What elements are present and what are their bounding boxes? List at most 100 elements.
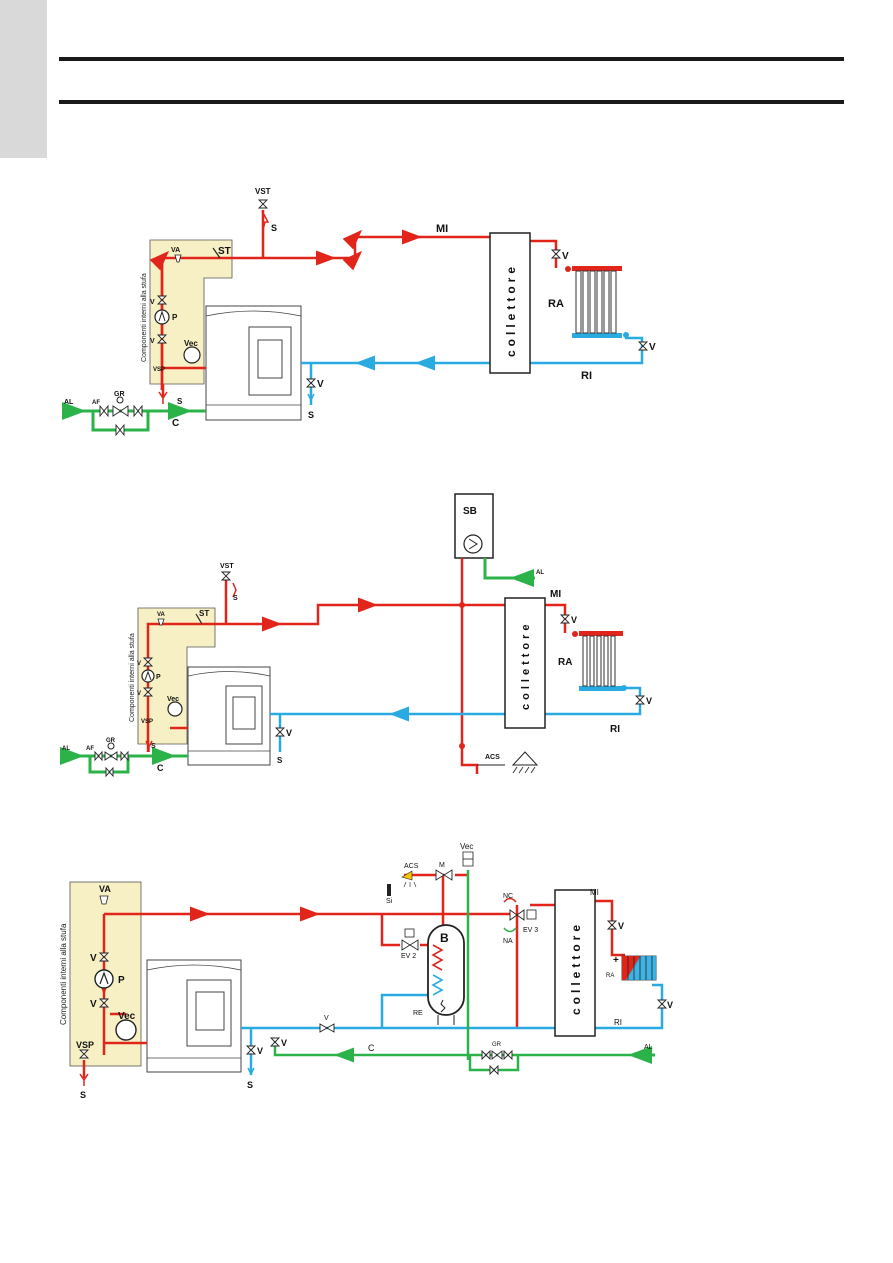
collector-label: collettore bbox=[520, 620, 532, 710]
svg-text:C: C bbox=[368, 1043, 375, 1053]
vst-valve[interactable] bbox=[257, 199, 269, 209]
svg-text:V: V bbox=[90, 953, 97, 964]
svg-text:VA: VA bbox=[99, 884, 111, 894]
svg-text:S: S bbox=[233, 595, 238, 602]
valve-left[interactable] bbox=[319, 1023, 335, 1033]
svg-text:V: V bbox=[324, 1015, 329, 1022]
svg-text:SB: SB bbox=[463, 506, 477, 517]
valve-2[interactable] bbox=[98, 998, 110, 1008]
svg-text:V: V bbox=[150, 299, 155, 306]
valve-ra-bottom[interactable] bbox=[634, 695, 646, 705]
valve-bypass[interactable] bbox=[115, 423, 125, 437]
air-vent-icon bbox=[174, 254, 182, 263]
valve-bypass[interactable] bbox=[489, 1064, 499, 1076]
valve-gr-3[interactable] bbox=[503, 1049, 513, 1061]
svg-text:RI: RI bbox=[581, 370, 592, 382]
valve-stove[interactable] bbox=[274, 727, 286, 737]
valve-gr[interactable] bbox=[104, 751, 118, 761]
svg-text:P: P bbox=[172, 313, 178, 322]
valve-after-gr[interactable] bbox=[133, 404, 143, 418]
radiator bbox=[579, 631, 623, 691]
svg-text:AF: AF bbox=[92, 400, 100, 406]
svg-text:S: S bbox=[247, 1080, 253, 1090]
valve-ra-bottom[interactable] bbox=[637, 341, 649, 351]
valve-ra-top[interactable] bbox=[559, 614, 571, 624]
air-vent-icon bbox=[99, 895, 109, 905]
valve-ra-bottom[interactable] bbox=[656, 999, 668, 1009]
header-rule-top bbox=[59, 57, 844, 61]
svg-text:Vec: Vec bbox=[184, 339, 198, 348]
valve-stove[interactable] bbox=[245, 1045, 257, 1055]
ev2-actuator bbox=[404, 928, 415, 938]
valve-1[interactable] bbox=[142, 657, 154, 667]
vst-valve[interactable] bbox=[220, 571, 232, 581]
valve-gr[interactable] bbox=[112, 405, 129, 417]
svg-text:VSP: VSP bbox=[141, 719, 153, 725]
drain-vst-icon bbox=[261, 210, 270, 231]
valve-bypass[interactable] bbox=[105, 766, 114, 778]
svg-text:EV 3: EV 3 bbox=[523, 927, 538, 934]
svg-text:VST: VST bbox=[255, 187, 271, 196]
drain-stove-icon bbox=[247, 1067, 255, 1076]
svg-text:VSP: VSP bbox=[76, 1040, 94, 1050]
valve-ra-top[interactable] bbox=[606, 920, 618, 930]
panel-label: Componenti interni alla stufa bbox=[129, 633, 136, 722]
valve-ra-top[interactable] bbox=[550, 249, 562, 259]
acs-tap-icon bbox=[477, 751, 539, 766]
vsp-valve[interactable] bbox=[78, 1049, 90, 1059]
expansion-vessel-icon bbox=[115, 1019, 137, 1041]
valve-stove[interactable] bbox=[305, 378, 317, 388]
stove bbox=[205, 305, 302, 421]
thermostat-icon bbox=[195, 613, 203, 625]
diagram-2: Componenti interni alla stufa SB bbox=[60, 493, 652, 778]
svg-text:V: V bbox=[317, 379, 324, 390]
svg-text:S: S bbox=[271, 223, 277, 233]
shower-icon bbox=[401, 870, 413, 881]
svg-text:V: V bbox=[286, 728, 292, 738]
svg-text:NA: NA bbox=[503, 938, 513, 945]
radiator bbox=[572, 266, 622, 338]
svg-text:V: V bbox=[150, 338, 155, 345]
mixing-valve-m[interactable] bbox=[435, 869, 453, 881]
nc-port-icon bbox=[503, 897, 517, 903]
valve-mid[interactable] bbox=[269, 1037, 281, 1047]
valve-1[interactable] bbox=[98, 952, 110, 962]
valve-1[interactable] bbox=[156, 295, 168, 305]
svg-text:S: S bbox=[80, 1090, 86, 1100]
gr-gauge bbox=[116, 396, 124, 404]
svg-text:S: S bbox=[308, 410, 314, 420]
valve-af[interactable] bbox=[99, 404, 109, 418]
svg-text:GR: GR bbox=[492, 1042, 502, 1048]
valve-2[interactable] bbox=[156, 334, 168, 344]
svg-text:MI: MI bbox=[550, 589, 561, 600]
panel-label: Componenti interni alla stufa bbox=[141, 273, 148, 362]
svg-text:ACS: ACS bbox=[485, 754, 500, 761]
svg-text:V: V bbox=[571, 615, 577, 625]
svg-text:Vec: Vec bbox=[167, 696, 179, 703]
collector bbox=[504, 597, 546, 729]
svg-text:RA: RA bbox=[558, 657, 572, 668]
valve-after-gr[interactable] bbox=[120, 750, 129, 762]
valve-af[interactable] bbox=[94, 750, 103, 762]
svg-text:C: C bbox=[172, 418, 179, 429]
svg-text:GR: GR bbox=[106, 738, 116, 744]
valve-gr-1[interactable] bbox=[481, 1049, 491, 1061]
collector bbox=[554, 889, 596, 1037]
svg-text:AL: AL bbox=[62, 746, 70, 752]
svg-text:GR: GR bbox=[114, 391, 125, 398]
collector-label: collettore bbox=[569, 921, 583, 1015]
drain-stove-icon bbox=[307, 393, 315, 402]
svg-text:P: P bbox=[156, 674, 161, 681]
valve-2[interactable] bbox=[142, 687, 154, 697]
expansion-vessel-icon bbox=[183, 346, 201, 364]
svg-text:ST: ST bbox=[199, 609, 209, 618]
pump-icon bbox=[154, 309, 170, 325]
valve-gr-2[interactable] bbox=[491, 1050, 503, 1060]
svg-text:AL: AL bbox=[644, 1044, 653, 1051]
svg-text:V: V bbox=[618, 921, 624, 931]
svg-text:NC: NC bbox=[503, 893, 513, 900]
storage-boiler bbox=[427, 924, 465, 1025]
svg-text:VSP: VSP bbox=[153, 367, 165, 373]
ev3-valve[interactable] bbox=[509, 909, 525, 921]
ev2-valve[interactable] bbox=[401, 939, 419, 951]
